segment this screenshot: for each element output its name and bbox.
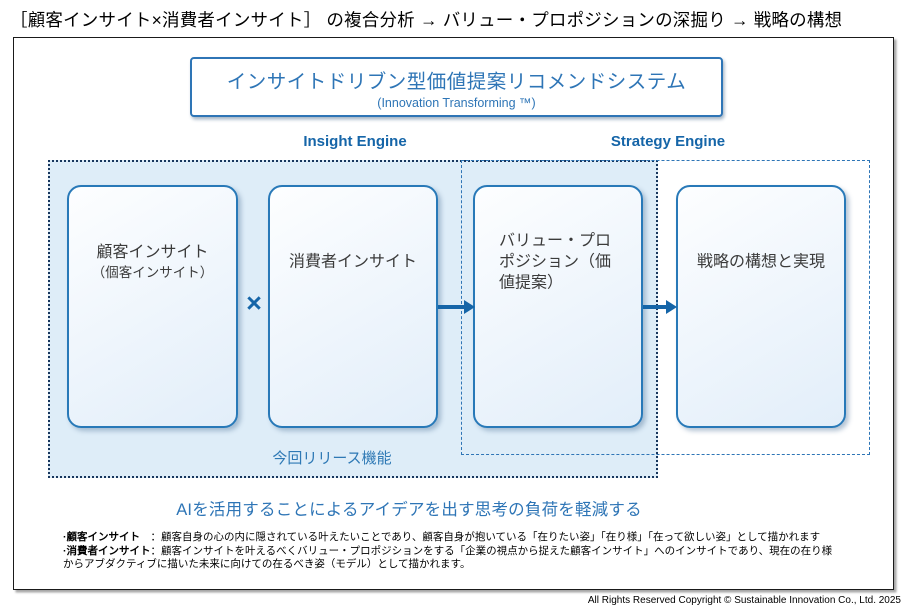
footnote-text-2: 顧客インサイトを叶えるべくバリュー・プロポジションをする「企業の視点から捉えた顧… bbox=[161, 544, 833, 557]
strategy-realization-label: 戦略の構想と実現 bbox=[696, 253, 825, 271]
customer-insight-line1: 顧客インサイト bbox=[96, 244, 209, 261]
footnote-line-2: ·消費者インサイト：顧客インサイトを叶えるべくバリュー・プロポジションをする「企… bbox=[63, 545, 863, 559]
footnote-term-1: ·顧客インサイト bbox=[63, 531, 140, 543]
multiply-icon: × bbox=[246, 288, 262, 318]
system-subtitle: (Innovation Transforming ™) bbox=[377, 96, 536, 110]
customer-insight-line2: （個客インサイト） bbox=[91, 265, 214, 280]
system-title: インサイトドリブン型価値提案リコメンドシステム bbox=[226, 71, 687, 93]
value-proposition-label: バリュー・プロポジション（価値提案） bbox=[499, 232, 612, 292]
page-title: ［顧客インサイト×消費者インサイト］ の複合分析 → バリュー・プロポジションの… bbox=[10, 10, 843, 30]
system-title-box: インサイトドリブン型価値提案リコメンドシステム (Innovation Tran… bbox=[190, 57, 723, 117]
value-proposition-box: バリュー・プロポジション（価値提案） bbox=[473, 185, 643, 428]
footnote-line-1: ·顧客インサイト ：顧客自身の心の内に隠されている叶えたいことであり、顧客自身が… bbox=[63, 531, 863, 545]
customer-insight-box: 顧客インサイト （個客インサイト） bbox=[67, 185, 238, 428]
customer-insight-label: 顧客インサイト （個客インサイト） bbox=[69, 242, 236, 282]
footnotes: ·顧客インサイト ：顧客自身の心の内に隠されている叶えたいことであり、顧客自身が… bbox=[63, 531, 863, 572]
strategy-engine-label: Strategy Engine bbox=[610, 133, 726, 150]
consumer-insight-box: 消費者インサイト bbox=[268, 185, 438, 428]
benefit-message: AIを活用することによるアイデアを出す思考の負荷を軽減する bbox=[176, 501, 642, 519]
footnote-text-1: 顧客自身の心の内に隠されている叶えたいことであり、顧客自身が抱いている「在りたい… bbox=[161, 531, 821, 543]
copyright-notice: All Rights Reserved Copyright © Sustaina… bbox=[587, 595, 901, 606]
slide-frame bbox=[13, 37, 894, 590]
arrow-consumer-to-value-icon bbox=[438, 300, 475, 314]
footnote-sep-1: ： bbox=[140, 531, 161, 543]
footnote-sep-2: ： bbox=[150, 544, 162, 557]
footnote-text-3: からアブダクティブに描いた未来に向けての在るべき姿（モデル）として描かれます。 bbox=[63, 558, 471, 570]
footnote-term-2: ·消費者インサイト bbox=[63, 544, 151, 557]
release-scope-label: 今回リリース機能 bbox=[272, 450, 392, 467]
arrow-value-to-strategy-icon bbox=[643, 300, 677, 314]
insight-engine-label: Insight Engine bbox=[303, 133, 407, 150]
consumer-insight-label: 消費者インサイト bbox=[288, 253, 417, 271]
strategy-realization-box: 戦略の構想と実現 bbox=[676, 185, 846, 428]
footnote-line-3: からアブダクティブに描いた未来に向けての在るべき姿（モデル）として描かれます。 bbox=[63, 558, 863, 572]
